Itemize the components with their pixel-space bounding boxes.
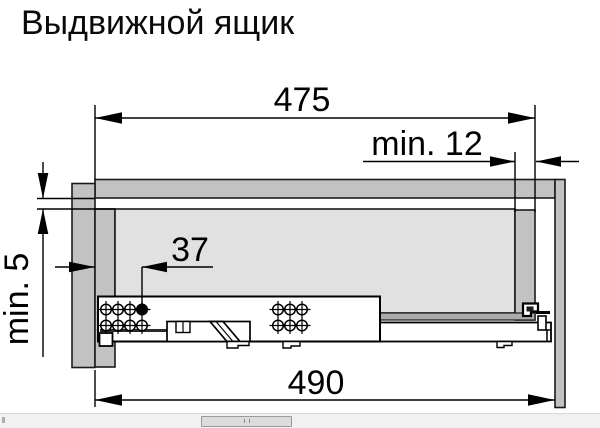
horizontal-scrollbar[interactable] bbox=[0, 413, 600, 428]
top-panel bbox=[94, 178, 556, 199]
slide-rail-assembly bbox=[97, 295, 552, 349]
corner-artifact bbox=[2, 417, 5, 423]
rail-rear-member bbox=[379, 321, 552, 343]
slide-latch-detail bbox=[166, 320, 251, 343]
rail-front-foot bbox=[98, 332, 114, 347]
dimension-37: 37 bbox=[55, 231, 213, 310]
dimension-475-label: 475 bbox=[274, 81, 331, 119]
rail-bottom-tabs bbox=[226, 340, 513, 349]
rear-strip bbox=[554, 178, 566, 409]
dimension-min-5: min. 5 bbox=[0, 162, 115, 357]
dimension-min-5-label: min. 5 bbox=[0, 253, 36, 346]
dimension-490: 490 bbox=[94, 364, 555, 407]
scrollbar-grip-icon bbox=[243, 419, 250, 423]
rear-bracket-pin bbox=[537, 315, 547, 331]
dimension-37-label: 37 bbox=[171, 231, 209, 269]
rail-rear-step bbox=[546, 329, 551, 342]
scrollbar-thumb[interactable] bbox=[201, 416, 292, 427]
dimension-min-12-label: min. 12 bbox=[371, 125, 483, 163]
front-panel bbox=[71, 182, 96, 369]
rear-bracket-hook-fill bbox=[526, 306, 534, 312]
page-title: Выдвижной ящик bbox=[21, 4, 295, 42]
dimension-490-label: 490 bbox=[288, 364, 345, 402]
dimension-475: 475 bbox=[94, 81, 536, 212]
dimension-min-12: min. 12 bbox=[363, 125, 579, 212]
